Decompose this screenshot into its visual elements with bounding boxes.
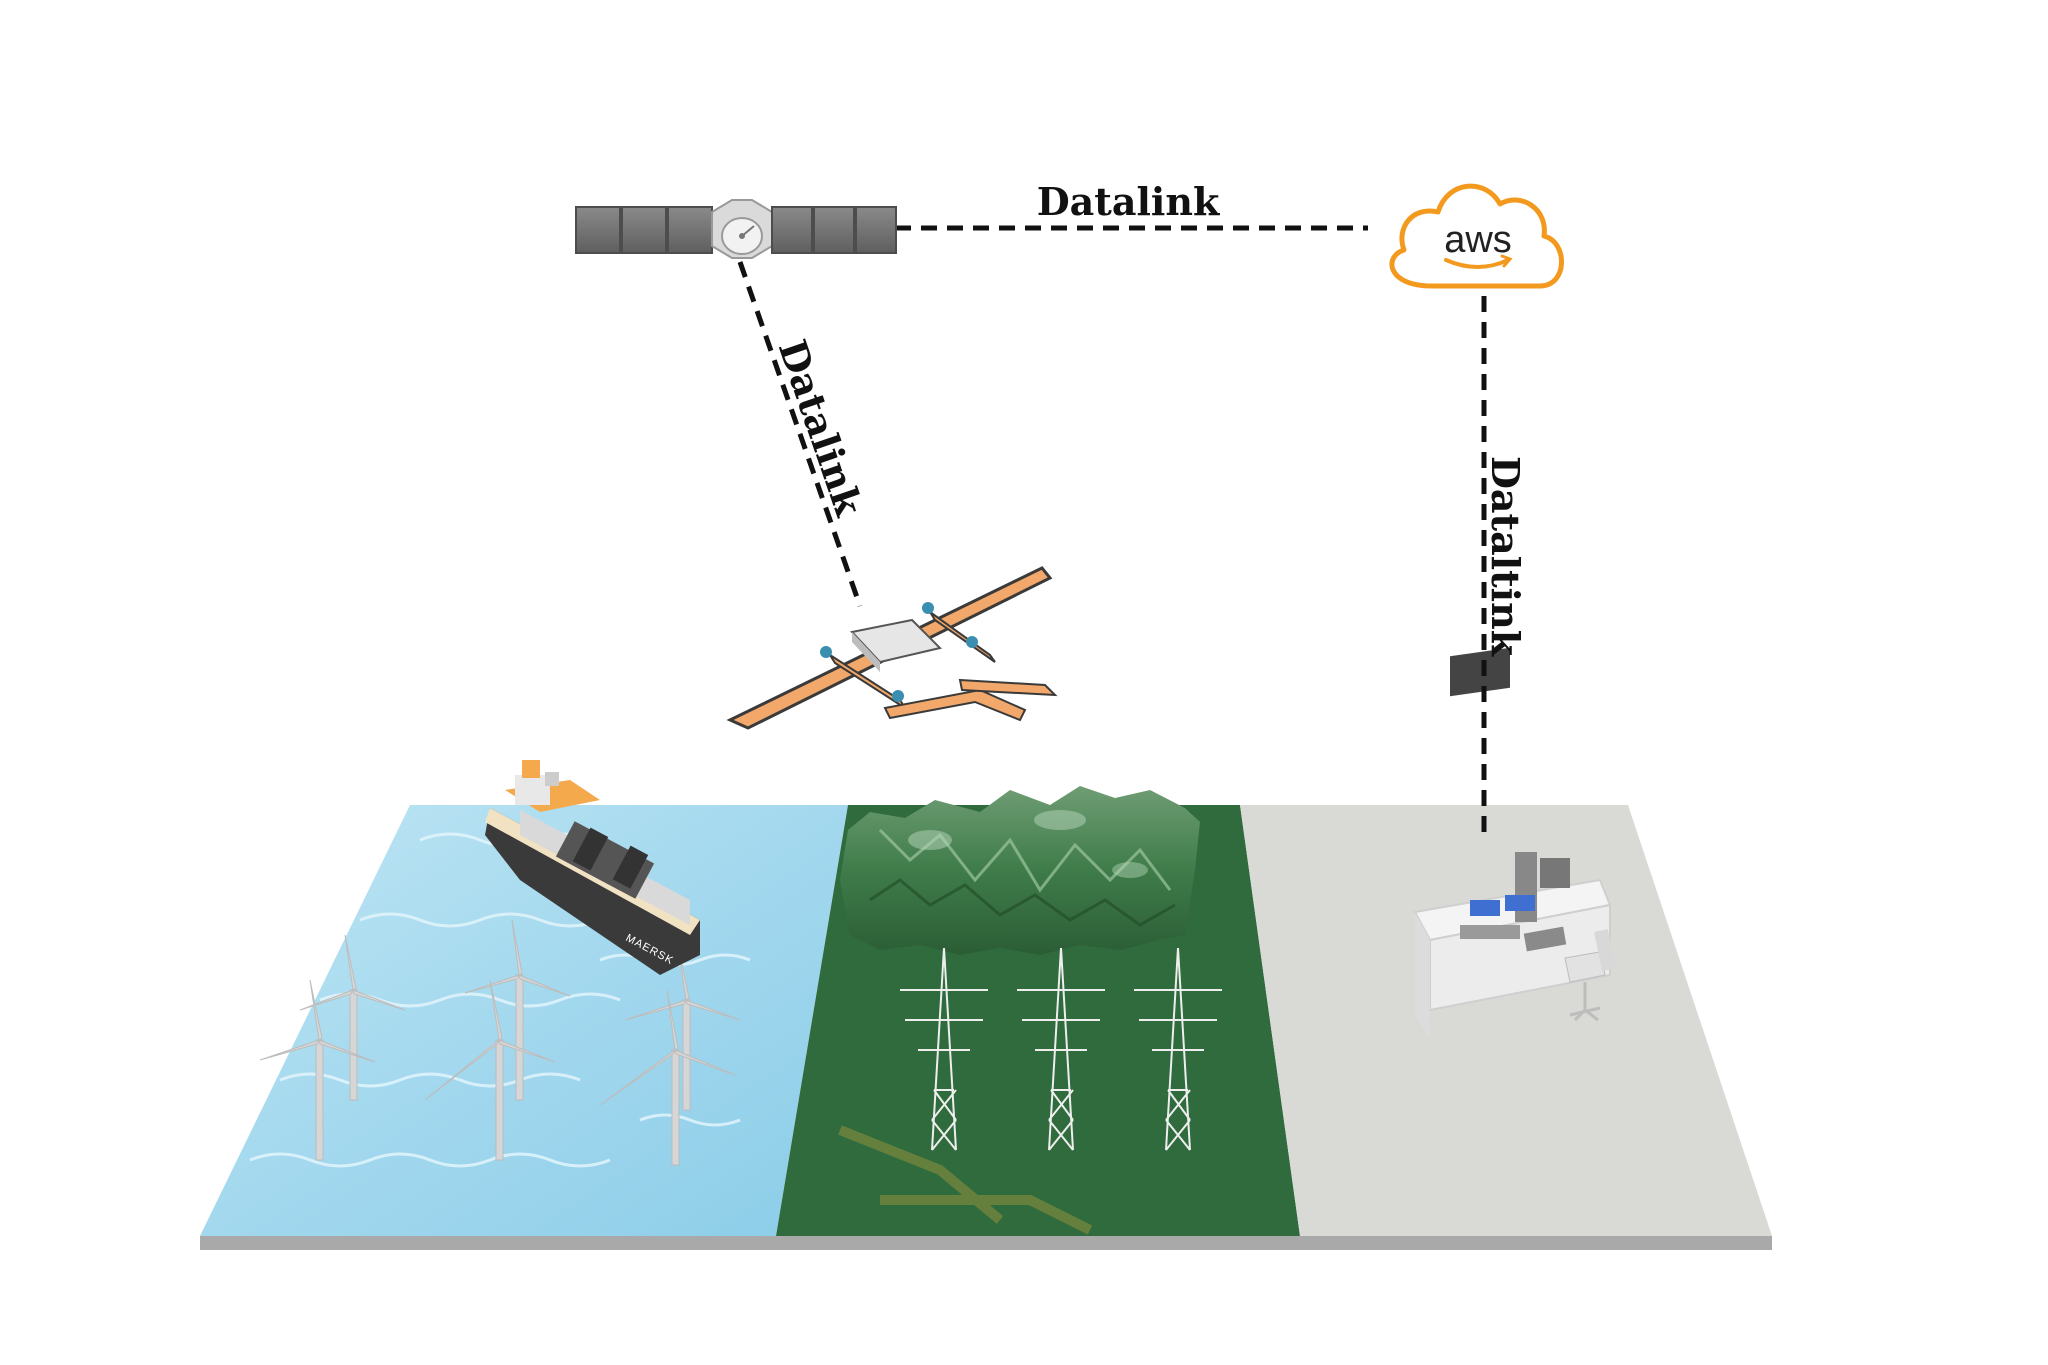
drone-reflection [838,1125,1093,1235]
wind-turbine [599,989,736,1166]
pylon-2 [1017,947,1105,1151]
satellite [575,199,897,259]
wind-turbine [299,934,406,1101]
wind-turbine [424,979,556,1161]
solar-panel-right [771,206,897,254]
aws-cloud-icon: aws [1389,183,1564,289]
vtol-drone [726,566,1058,730]
container-ship: MAERSK [485,760,700,975]
drone-motor [922,602,934,614]
aws-label: aws [1444,219,1512,261]
drone-motor [820,646,832,658]
power-pylons [900,947,1222,1151]
wind-turbine [464,919,571,1101]
mountain-terrain [840,786,1200,955]
datalink-label-satellite-drone: Datalink [770,334,872,522]
office-chair [1564,928,1617,1022]
wind-turbine [259,979,376,1161]
pylon-3 [1134,947,1222,1151]
concrete-area [1240,805,1772,1236]
datalink-label-satellite-cloud: Datalink [1037,179,1220,224]
datalink-line-satellite-drone [737,261,863,607]
datalink-label-cloud-station: Dataltink [1483,456,1528,657]
drone-motor [966,636,978,648]
datalink-lines [737,225,1487,836]
solar-panel-left [575,206,713,254]
pylon-1 [900,947,988,1151]
control-station [1413,647,1617,1040]
satellite-body [711,199,773,259]
wind-turbines [259,919,741,1166]
drone-motor [892,690,904,702]
